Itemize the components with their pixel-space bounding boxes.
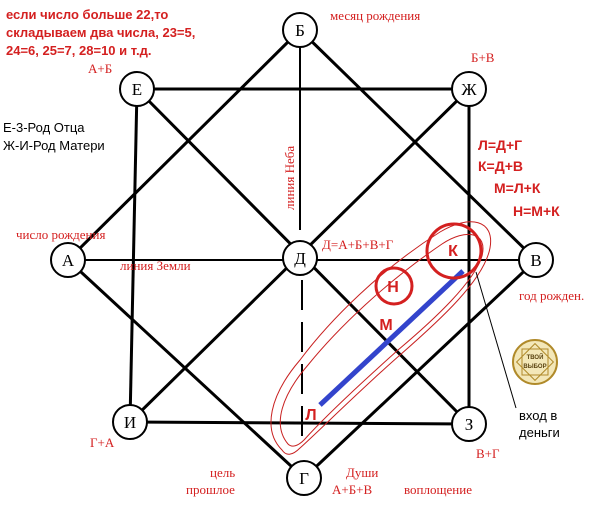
- label-incarnation: воплощение: [404, 482, 472, 497]
- diamond: [66, 28, 538, 480]
- money-line: [318, 269, 465, 407]
- node-i: И: [112, 404, 148, 440]
- node-b: Б: [282, 12, 318, 48]
- node-k: К: [425, 222, 483, 280]
- badge-square-rotated: [515, 342, 555, 382]
- label-father-line: Е-3-Род Отца: [3, 120, 85, 135]
- formulas: Л=Д+Г К=Д+В М=Л+К Н=М+К: [478, 137, 560, 219]
- node-v-label: В: [530, 251, 541, 270]
- node-a-label: А: [62, 251, 75, 270]
- label-earth-line: линия Земли: [120, 258, 191, 273]
- square-bottom-edge: [129, 420, 470, 426]
- label-past: прошлое: [186, 482, 235, 497]
- node-l-label: Л: [305, 407, 316, 424]
- badge-text-1: ТВОЙ: [527, 353, 544, 361]
- node-z: З: [451, 406, 487, 442]
- money-entry-pointer: [475, 271, 517, 409]
- label-birth-year: год рожден.: [519, 288, 584, 303]
- square-left-edge: [128, 88, 139, 423]
- label-birth-day: число рождения: [16, 227, 105, 242]
- rule-line-2: складываем два числа, 23=5,: [6, 25, 195, 40]
- node-e: Е: [119, 71, 155, 107]
- label-birth-month: месяц рождения: [330, 8, 420, 23]
- node-a: А: [50, 242, 86, 278]
- node-b-label: Б: [295, 21, 305, 40]
- label-money-entry-2: деньги: [519, 425, 560, 440]
- formula-k: К=Д+В: [478, 158, 523, 174]
- diamond-edge-a-b: [66, 28, 302, 262]
- rule-line-1: если число больше 22,то: [6, 7, 168, 22]
- badge-text-2: ВЫБОР: [523, 364, 546, 370]
- choice-badge: ТВОЙ ВЫБОР: [512, 339, 558, 385]
- red-labels: месяц рождения А+Б Б+В число рождения ли…: [16, 8, 584, 497]
- formula-m: М=Л+К: [494, 180, 541, 196]
- rule-text: если число больше 22,то складываем два ч…: [6, 7, 195, 58]
- label-g-plus-a: Г+А: [90, 435, 115, 450]
- diamond-edge-b-v: [298, 28, 538, 262]
- node-k-label: К: [448, 243, 458, 260]
- label-b-plus-v: Б+В: [471, 50, 495, 65]
- diamond-edge-v-g: [302, 258, 538, 480]
- label-mother-line: Ж-И-Род Матери: [3, 138, 105, 153]
- node-circles: Б Е Ж А Д В И З: [50, 12, 554, 496]
- badge-square: [521, 348, 549, 376]
- node-n-label: Н: [387, 279, 399, 296]
- node-z-label: З: [465, 415, 474, 434]
- node-zh-label: Ж: [461, 80, 477, 99]
- badge-circle: [512, 339, 558, 385]
- formula-l: Л=Д+Г: [478, 137, 522, 153]
- node-zh: Ж: [451, 71, 487, 107]
- node-g-label: Г: [299, 469, 309, 488]
- oval-outer: [270, 221, 492, 455]
- label-a-b-v: А+Б+В: [332, 482, 373, 497]
- label-money-entry-1: вход в: [519, 408, 557, 423]
- label-sky-line: линия Неба: [282, 146, 297, 210]
- node-g: Г: [286, 460, 322, 496]
- label-d-formula: Д=А+Б+В+Г: [322, 237, 394, 252]
- label-a-plus-b: А+Б: [88, 61, 112, 76]
- node-n-ring: [374, 266, 414, 306]
- black-labels: Е-3-Род Отца Ж-И-Род Матери вход в деньг…: [3, 120, 560, 440]
- node-d: Д: [282, 240, 318, 276]
- label-souls: Души: [346, 465, 378, 480]
- label-goal: цель: [210, 465, 235, 480]
- node-k-ring: [425, 222, 483, 280]
- inner-square: [128, 87, 471, 426]
- node-m-label: М: [379, 317, 392, 334]
- rule-line-3: 24=6, 25=7, 28=10 и т.д.: [6, 43, 151, 58]
- label-v-plus-g: В+Г: [476, 446, 500, 461]
- formula-n: Н=М+К: [513, 203, 560, 219]
- node-v: В: [518, 242, 554, 278]
- node-n: Н: [374, 266, 414, 306]
- node-i-label: И: [124, 413, 136, 432]
- node-d-label: Д: [294, 249, 306, 268]
- node-e-label: Е: [132, 80, 142, 99]
